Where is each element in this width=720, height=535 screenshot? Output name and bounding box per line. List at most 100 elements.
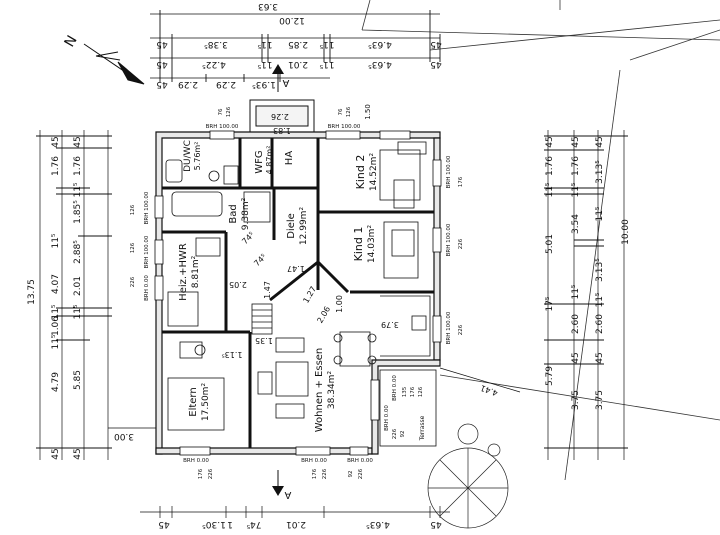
dim-top-r2-g: 45 <box>430 39 441 49</box>
dim-bottom-f: 4.63⁵ <box>366 519 390 529</box>
dim-left-c2-c: 11⁵ <box>51 233 61 248</box>
dim-right-total: 10.00 <box>621 219 631 245</box>
dim-left-c3-i: 45 <box>73 448 83 459</box>
dim-left-c2-e: 11⁵ <box>51 304 61 319</box>
dim-top-r3-c: 11⁵ <box>257 59 272 69</box>
brh-bottom-2: BRH 0.00 <box>301 458 327 464</box>
dim-top-r3-e: 11⁵ <box>319 59 334 69</box>
dim-right-i2-d: 3.54 <box>571 214 581 234</box>
interior-dimensions: 1.47 2.26 2.05 1.47 1.00 1.13⁵ 1.35 2.06… <box>221 112 499 398</box>
idim-2-05: 2.05 <box>229 280 247 289</box>
wl-92-b3: 92 <box>348 471 354 478</box>
dim-bottom-c: 1 <box>227 519 233 529</box>
room-duwc-area: 5.76m² <box>193 142 202 171</box>
wl-176-b1: 176 <box>198 468 204 479</box>
room-wfg-area: 4.87m² <box>265 146 274 175</box>
dim-left-c3-h: 5.85 <box>73 370 83 390</box>
dim-right-i2-h: 3.75 <box>571 390 581 410</box>
room-bad-name: Bad <box>228 204 239 223</box>
wl-176-r1: 176 <box>458 176 464 187</box>
dim-top-r2-d: 2.85 <box>288 39 308 49</box>
room-diele-name: Diele <box>286 213 297 239</box>
brh-right-2: BRH 100.00 <box>446 223 452 256</box>
dim-top-r2-e: 11⁵ <box>319 39 334 49</box>
dim-top-r4-b: 2.29 <box>178 79 198 89</box>
north-arrow: N <box>62 33 145 85</box>
room-terrasse-name: Terrasse <box>419 415 426 441</box>
wl-176-t: 176 <box>410 386 416 397</box>
wl-126-t: 126 <box>418 386 424 397</box>
room-kind2-name: Kind 2 <box>354 155 367 190</box>
wl-226-r2: 226 <box>458 238 464 249</box>
dim-bottom-b: 1.30⁵ <box>202 519 226 529</box>
dim-left-c2-i: 45 <box>51 448 61 459</box>
windows <box>154 130 442 456</box>
bottom-dimension-labels: 45 1.30⁵ 1 74⁵ 2.01 4.63⁵ 45 <box>158 519 441 529</box>
dim-top-r3-b: 4.22⁵ <box>202 59 226 69</box>
wl-226-r3: 226 <box>458 324 464 335</box>
wl-126-l2: 126 <box>130 242 136 253</box>
section-marker-top: A <box>282 77 289 88</box>
room-bad-area: 9.38m² <box>241 197 251 230</box>
dim-bottom-d: 74⁵ <box>246 519 261 529</box>
wl-226-b2: 226 <box>322 468 328 479</box>
room-labels: DU/WC 5.76m² WFG 4.87m² HA Kind 2 14.52m… <box>178 140 426 441</box>
dim-left-c2-b: 1.76 <box>51 156 61 176</box>
dim-right-i1-a: 45 <box>545 136 555 147</box>
wl-126-top2: 126 <box>346 106 352 117</box>
room-duwc-name: DU/WC <box>183 140 193 172</box>
brh-terrace-1: BRH 0.00 <box>384 405 390 431</box>
wl-126-l1: 126 <box>130 204 136 215</box>
wl-150: 1.50 <box>364 104 372 120</box>
dim-right-i1-b: 1.76 <box>545 156 555 176</box>
idim-1-35: 1.35 <box>255 336 273 345</box>
right-dimension-chains <box>544 130 628 460</box>
room-kind2-area: 14.52m² <box>369 153 379 192</box>
dim-top-r4-c: 2.29 <box>216 79 236 89</box>
idim-1-47a: 1.47 <box>263 281 272 299</box>
dim-top-r3-g: 45 <box>430 59 441 69</box>
dim-left-c4: 3.00 <box>114 431 134 441</box>
room-eltern-area: 17.50m² <box>201 383 211 422</box>
dim-right-i2-a: 45 <box>571 136 581 147</box>
brh-left-2: BRH 100.00 <box>144 235 150 268</box>
room-diele-area: 12.99m² <box>299 207 309 246</box>
dim-left-c3-a: 45 <box>73 136 83 147</box>
room-wohnen-area: 38.34m² <box>327 371 337 410</box>
room-kind1-name: Kind 1 <box>352 227 365 262</box>
dim-right-i1-f: 5.79 <box>545 366 555 386</box>
dim-top-r2-c: 11⁵ <box>257 39 272 49</box>
section-a-markers <box>272 64 284 496</box>
dim-left-c2-a: 45 <box>51 136 61 147</box>
interior-walls <box>162 138 434 448</box>
window-labels: BRH 100.00 BRH 100.00 BRH 100.00 BRH 100… <box>130 104 464 479</box>
idim-1-47b: 1.47 <box>287 264 305 273</box>
dim-top-r2-f: 4.63⁵ <box>368 39 392 49</box>
dim-top-r2-b: 3.38⁵ <box>204 39 228 49</box>
dim-top-row0: 3.63 <box>258 1 278 11</box>
dim-left-total: 13.75 <box>27 279 37 305</box>
brh-left-1: BRH 100.00 <box>144 191 150 224</box>
dim-top-r3-a: 45 <box>156 59 167 69</box>
wl-76-top: 76 <box>218 108 224 115</box>
entrance-porch <box>249 99 315 133</box>
dim-diagonal-line <box>439 367 521 393</box>
room-wfg-name: WFG <box>254 150 265 173</box>
dim-right-i3-c: 11⁵ <box>595 206 605 221</box>
dim-top-r4-a: 45 <box>156 79 167 89</box>
wl-135-t: 135 <box>402 386 408 397</box>
dim-right-i2-e: 11⁵ <box>571 284 581 299</box>
brh-bottom-1: BRH 0.00 <box>183 458 209 464</box>
dim-right-i3-a: 45 <box>595 136 605 147</box>
section-marker-bottom: A <box>284 489 291 500</box>
dim-top-row1: 12.00 <box>279 15 305 25</box>
garden-umbrella <box>427 423 509 529</box>
dim-right-i3-e: 11⁵ <box>595 292 605 307</box>
top-dimension-chains <box>150 10 441 82</box>
room-ha-name: HA <box>284 151 295 166</box>
dim-right-i3-b: 3.13⁵ <box>595 160 605 184</box>
fixtures <box>165 141 437 447</box>
wl-226-b3: 226 <box>358 468 364 479</box>
